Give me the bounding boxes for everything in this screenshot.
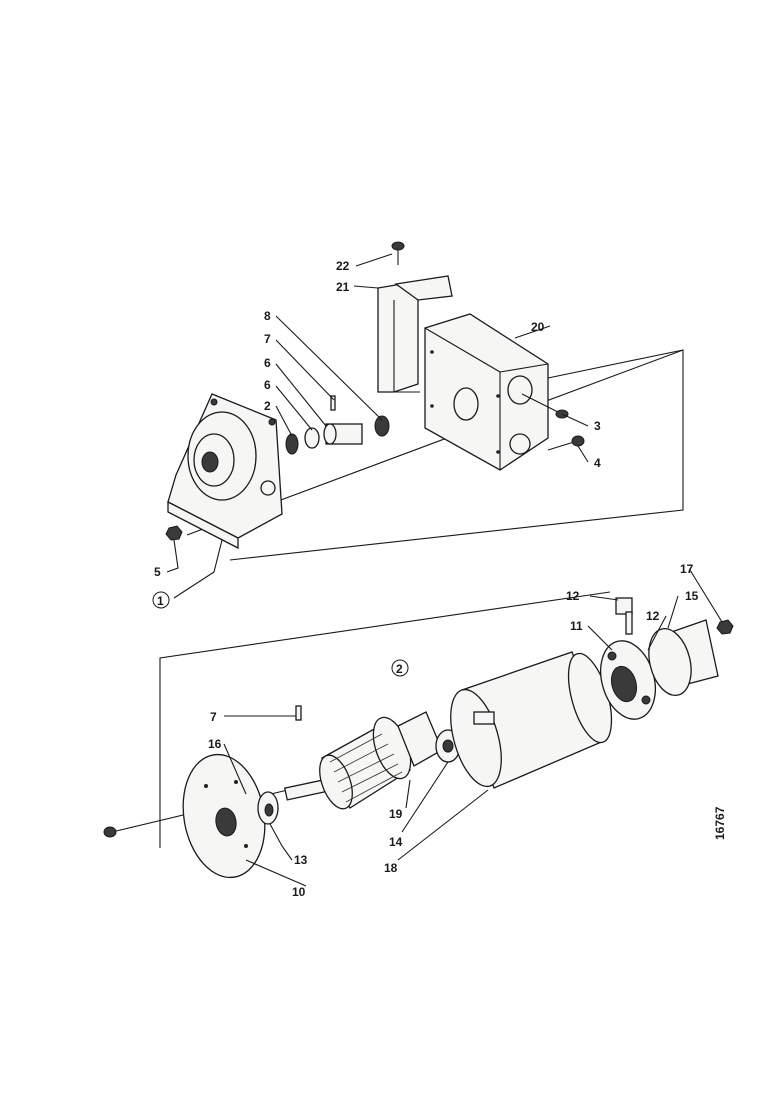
callout-labels: 22 21 20 3 4 8 7 6 6 2 5 1 2 17 12 15 12… bbox=[152, 259, 727, 899]
part-7-pin-upper bbox=[330, 395, 336, 411]
part-17-nut bbox=[716, 619, 734, 635]
callout-19: 19 bbox=[389, 807, 403, 821]
part-15-cover bbox=[648, 619, 719, 696]
callout-21: 21 bbox=[336, 280, 350, 294]
drawing-number: 16767 bbox=[713, 806, 727, 840]
callout-12-right: 12 bbox=[646, 609, 660, 623]
part-2-washer bbox=[285, 433, 299, 455]
callout-17: 17 bbox=[680, 562, 694, 576]
callout-3: 3 bbox=[594, 419, 601, 433]
part-4-screw bbox=[547, 435, 585, 451]
callout-2-lower: 2 bbox=[396, 662, 403, 676]
callout-4: 4 bbox=[594, 456, 601, 470]
callout-7-lower: 7 bbox=[210, 710, 217, 724]
callout-10: 10 bbox=[292, 885, 306, 899]
leader-lines bbox=[166, 253, 723, 887]
callout-1-circled: 1 bbox=[152, 591, 170, 609]
upper-assembly bbox=[165, 241, 684, 561]
part-18-yoke bbox=[450, 651, 613, 789]
part-10-end-plate bbox=[182, 753, 266, 879]
part-22-bolt bbox=[391, 241, 405, 265]
callout-2: 2 bbox=[264, 399, 271, 413]
part-7-pin-lower bbox=[295, 705, 302, 721]
callout-15: 15 bbox=[685, 589, 699, 603]
part-13-washer bbox=[257, 791, 279, 825]
callout-11: 11 bbox=[570, 619, 583, 633]
part-21-clamp bbox=[377, 275, 453, 393]
callout-22: 22 bbox=[336, 259, 350, 273]
callout-1: 1 bbox=[157, 594, 164, 608]
callout-18: 18 bbox=[384, 861, 398, 875]
part-20-housing bbox=[424, 313, 549, 471]
part-8-washer bbox=[374, 415, 390, 437]
callout-14: 14 bbox=[389, 835, 403, 849]
callout-13: 13 bbox=[294, 853, 308, 867]
assembly-bracket-upper bbox=[186, 349, 684, 561]
callout-6-lower: 6 bbox=[264, 378, 271, 392]
callout-2-circled: 2 bbox=[391, 659, 409, 677]
callout-8: 8 bbox=[264, 309, 271, 323]
callout-16: 16 bbox=[208, 737, 222, 751]
callout-7-upper: 7 bbox=[264, 332, 271, 346]
part-6b-sleeve bbox=[323, 423, 363, 445]
callout-5: 5 bbox=[154, 565, 161, 579]
part-12-brush bbox=[615, 597, 633, 635]
callout-12-left: 12 bbox=[566, 589, 580, 603]
lower-assembly bbox=[103, 591, 734, 879]
part-6-bushing bbox=[304, 427, 320, 449]
part-1-end-frame bbox=[167, 393, 283, 550]
part-5-nut bbox=[165, 525, 183, 541]
part-11-brush-holder bbox=[600, 640, 656, 720]
part-19-armature bbox=[283, 711, 443, 810]
callout-20: 20 bbox=[531, 320, 545, 334]
assembly-bracket-lower bbox=[159, 591, 611, 848]
callout-6-upper: 6 bbox=[264, 356, 271, 370]
part-3-screw bbox=[521, 393, 569, 419]
